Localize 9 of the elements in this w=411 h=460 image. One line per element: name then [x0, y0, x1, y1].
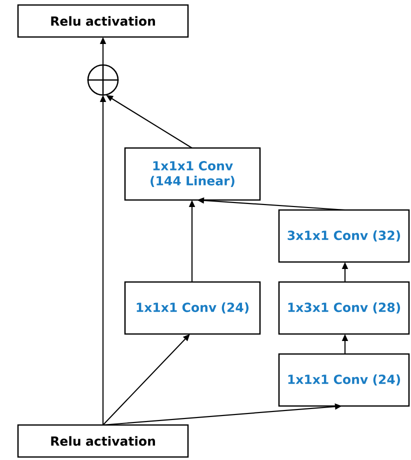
conv-box: 1x3x1 Conv (28) — [278, 281, 410, 335]
arrow — [102, 334, 190, 426]
sum-circle — [87, 64, 119, 96]
conv-box: 1x1x1 Conv (24) — [124, 281, 261, 335]
conv-box: 3x1x1 Conv (32) — [278, 209, 410, 263]
conv-box: 1x1x1 Conv (24) — [278, 353, 410, 407]
activation-box: Relu activation — [17, 424, 189, 458]
activation-box: Relu activation — [17, 4, 189, 38]
conv-box: 1x1x1 Conv (144 Linear) — [124, 147, 261, 201]
